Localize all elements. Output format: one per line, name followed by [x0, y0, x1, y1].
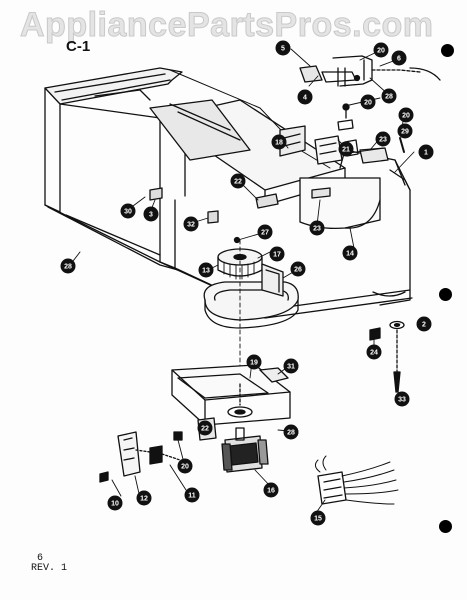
callout-33: 33 [394, 391, 410, 407]
callout-16: 16 [263, 482, 279, 498]
callout-20-right: 20 [398, 107, 414, 123]
svg-text:10: 10 [111, 501, 119, 508]
svg-text:21: 21 [342, 147, 350, 154]
svg-text:28: 28 [64, 264, 72, 271]
punch-hole-middle [439, 288, 452, 301]
svg-text:20: 20 [364, 100, 372, 107]
svg-text:14: 14 [346, 251, 354, 258]
callout-12: 12 [136, 490, 152, 506]
shelf-hardware [149, 187, 331, 376]
svg-text:32: 32 [187, 222, 195, 229]
svg-text:15: 15 [314, 516, 322, 523]
callout-21: 21 [338, 141, 354, 157]
callout-28-left: 28 [60, 258, 76, 274]
svg-text:16: 16 [267, 488, 275, 495]
callout-20-low: 20 [177, 458, 193, 474]
callout-29: 29 [397, 123, 413, 139]
svg-text:20: 20 [377, 48, 385, 55]
thermostat-assembly [299, 55, 441, 87]
page-number: 6 [37, 553, 44, 564]
fan-motor [221, 427, 269, 473]
svg-text:29: 29 [401, 129, 409, 136]
callout-22-lower: 22 [197, 420, 213, 436]
callout-30: 30 [120, 203, 136, 219]
svg-text:2: 2 [422, 322, 426, 329]
orifice-ring [203, 281, 299, 329]
callout-20-top: 20 [373, 42, 389, 58]
callout-27: 27 [257, 224, 273, 240]
callout-11: 11 [184, 487, 200, 503]
wire-harness [314, 455, 399, 505]
svg-text:18: 18 [275, 140, 283, 147]
svg-text:3: 3 [149, 212, 153, 219]
callout-20-mid: 20 [360, 94, 376, 110]
svg-text:4: 4 [303, 95, 307, 102]
cabinet-shroud [44, 67, 413, 319]
svg-text:33: 33 [398, 397, 406, 404]
callout-31: 31 [283, 358, 299, 374]
svg-text:23: 23 [379, 137, 387, 144]
callout-17: 17 [269, 246, 285, 262]
callout-10: 10 [107, 495, 123, 511]
svg-text:31: 31 [287, 364, 295, 371]
callout-23-shelf: 23 [309, 220, 325, 236]
svg-text:19: 19 [250, 360, 258, 367]
svg-text:11: 11 [188, 493, 196, 500]
motor-mount-bracket [261, 263, 284, 297]
callout-19: 19 [246, 354, 262, 370]
svg-text:22: 22 [201, 426, 209, 433]
callout-5: 5 [275, 40, 291, 56]
punch-hole-top [441, 44, 454, 57]
svg-text:20: 20 [402, 113, 410, 120]
capacitor-assembly [99, 417, 217, 483]
svg-text:13: 13 [202, 268, 210, 275]
callout-32: 32 [183, 216, 199, 232]
svg-text:26: 26 [294, 267, 302, 274]
svg-text:17: 17 [273, 252, 281, 259]
callout-23-bracket: 23 [375, 131, 391, 147]
callout-28-low: 28 [283, 424, 299, 440]
svg-text:22: 22 [234, 179, 242, 186]
svg-text:12: 12 [140, 496, 148, 503]
callout-13: 13 [198, 262, 214, 278]
svg-text:20: 20 [181, 464, 189, 471]
callout-24: 24 [366, 344, 382, 360]
callout-6: 6 [391, 50, 407, 66]
svg-text:28: 28 [385, 94, 393, 101]
callout-1: 1 [418, 144, 434, 160]
svg-text:27: 27 [261, 230, 269, 237]
callout-18: 18 [271, 134, 287, 150]
svg-text:5: 5 [281, 46, 285, 53]
callout-2: 2 [416, 316, 432, 332]
callout-26: 26 [290, 261, 306, 277]
motor-base-plate [171, 364, 291, 426]
callout-4: 4 [297, 89, 313, 105]
svg-text:24: 24 [370, 350, 378, 357]
watermark: AppliancePartsPros.com [19, 6, 434, 45]
punch-hole-bottom [439, 520, 452, 533]
callout-15: 15 [310, 510, 326, 526]
svg-text:23: 23 [313, 226, 321, 233]
figure-label: C-1 [66, 38, 91, 55]
svg-text:1: 1 [424, 150, 428, 157]
svg-text:28: 28 [287, 430, 295, 437]
callout-22-upper: 22 [230, 173, 246, 189]
callout-14: 14 [342, 245, 358, 261]
callout-3: 3 [143, 206, 159, 222]
svg-text:30: 30 [124, 209, 132, 216]
svg-text:6: 6 [397, 56, 401, 63]
revision-label: REV. 1 [31, 563, 68, 574]
callout-28-top: 28 [381, 88, 397, 104]
